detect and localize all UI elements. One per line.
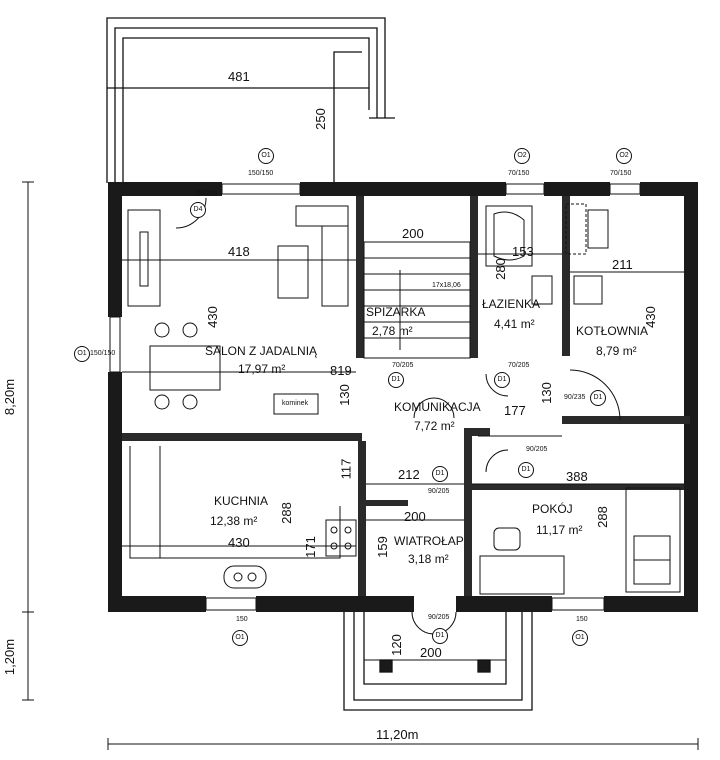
room-name-wiatrolap: WIATROŁAP xyxy=(394,534,464,548)
dim-130-salon: 130 xyxy=(336,384,352,406)
porch-outline xyxy=(343,612,533,711)
furniture-salon xyxy=(127,205,349,415)
tag-door-size-d1-pokoj: 90/205 xyxy=(526,446,548,453)
dim-430-k: 430 xyxy=(228,535,250,550)
dim-288-p: 288 xyxy=(594,506,610,528)
room-area-spizarka: 2,78 m² xyxy=(372,324,413,338)
tag-window-o2-boiler: O2 xyxy=(616,148,632,164)
room-area-kotlownia: 8,79 m² xyxy=(596,344,637,358)
dim-171: 171 xyxy=(302,536,318,558)
tag-door-size-d1-spizarka: 70/205 xyxy=(392,362,414,369)
dim-200-stairs: 200 xyxy=(402,226,424,241)
dim-200-w: 200 xyxy=(404,509,426,524)
tag-door-d1-spizarka: D1 xyxy=(388,372,404,388)
tag-window-o1-pokoj: O1 xyxy=(572,630,588,646)
room-name-pokoj: POKÓJ xyxy=(532,502,573,516)
dim-159: 159 xyxy=(374,536,390,558)
dim-388: 388 xyxy=(566,469,588,484)
tag-window-size-kitchen: 150 xyxy=(236,616,248,623)
room-name-salon: SALON Z JADALNIĄ xyxy=(205,344,318,358)
furniture-wet xyxy=(485,203,609,305)
dim-250: 250 xyxy=(312,108,328,130)
dimension-lines xyxy=(22,181,699,750)
tag-window-o2-bath: O2 xyxy=(514,148,530,164)
tag-door-size-d1-boiler: 90/235 xyxy=(564,394,586,401)
tag-window-o1-salon: O1 xyxy=(258,148,274,164)
tag-door-size-d1-wiatrolap: 90/205 xyxy=(428,488,450,495)
room-area-pokoj: 11,17 m² xyxy=(536,523,583,537)
dim-153: 153 xyxy=(512,244,534,259)
room-area-lazienka: 4,41 m² xyxy=(494,317,535,331)
dim-280: 280 xyxy=(492,258,508,280)
room-area-salon: 17,97 m² xyxy=(238,362,286,376)
fireplace-label: kominek xyxy=(282,400,309,407)
dim-819: 819 xyxy=(330,363,352,378)
dim-418: 418 xyxy=(228,244,250,259)
tag-door-d1-boiler: D1 xyxy=(590,390,606,406)
dim-288-k: 288 xyxy=(278,502,294,524)
tag-window-o1-west: O1 xyxy=(74,346,90,362)
room-area-kuchnia: 12,38 m² xyxy=(210,514,258,528)
stairs xyxy=(363,241,471,359)
terrace-outline xyxy=(106,17,395,183)
room-name-komunikacja: KOMUNIKACJA xyxy=(394,400,481,414)
room-name-kotlownia: KOTŁOWNIA xyxy=(576,324,649,338)
tag-door-d1-entrance: D1 xyxy=(432,628,448,644)
room-area-wiatrolap: 3,18 m² xyxy=(408,552,449,566)
furniture-kitchen xyxy=(129,446,357,589)
room-name-spizarka: SPIŻARKA xyxy=(366,305,426,319)
dim-430-salon: 430 xyxy=(204,306,220,328)
tag-window-size-salon: 150/150 xyxy=(248,170,274,177)
tag-window-size-west: 150/150 xyxy=(90,350,116,357)
tag-door-size-d1-entrance: 90/205 xyxy=(428,614,450,621)
overall-width: 11,20m xyxy=(376,727,419,742)
tag-window-size-bath: 70/150 xyxy=(508,170,530,177)
tag-window-size-boiler: 70/150 xyxy=(610,170,632,177)
furniture-room xyxy=(479,487,681,595)
dim-430-kot: 430 xyxy=(642,306,658,328)
dim-211: 211 xyxy=(612,257,633,272)
dim-130-korr: 130 xyxy=(538,382,554,404)
door-swings xyxy=(175,197,621,635)
dim-120: 120 xyxy=(388,634,404,656)
tag-door-d1-lazienka: D1 xyxy=(494,372,510,388)
dim-481: 481 xyxy=(228,69,250,84)
overall-height-porch: 1,20m xyxy=(2,638,18,676)
exterior-walls xyxy=(108,182,698,612)
tag-window-size-pokoj: 150 xyxy=(576,616,588,623)
room-area-komunikacja: 7,72 m² xyxy=(414,419,455,433)
dim-117: 117 xyxy=(338,458,354,480)
tag-door-d1-pokoj: D1 xyxy=(518,462,534,478)
dim-177: 177 xyxy=(504,403,526,418)
tag-door-d4: D4 xyxy=(190,202,206,218)
interior-walls xyxy=(122,196,690,596)
room-name-kuchnia: KUCHNIA xyxy=(214,494,269,508)
tag-door-size-d1-lazienka: 70/205 xyxy=(508,362,530,369)
stair-note: 17x18,06 xyxy=(432,282,461,289)
tag-window-o1-kitchen: O1 xyxy=(232,630,248,646)
tag-door-size-d4: 80/205 xyxy=(196,190,218,197)
dim-200-porch: 200 xyxy=(420,645,442,660)
dim-212: 212 xyxy=(398,467,420,482)
overall-height-main: 8,20m xyxy=(2,378,18,416)
windows xyxy=(109,183,641,611)
room-name-lazienka: ŁAZIENKA xyxy=(482,297,541,311)
tag-door-d1-wiatrolap: D1 xyxy=(432,466,448,482)
